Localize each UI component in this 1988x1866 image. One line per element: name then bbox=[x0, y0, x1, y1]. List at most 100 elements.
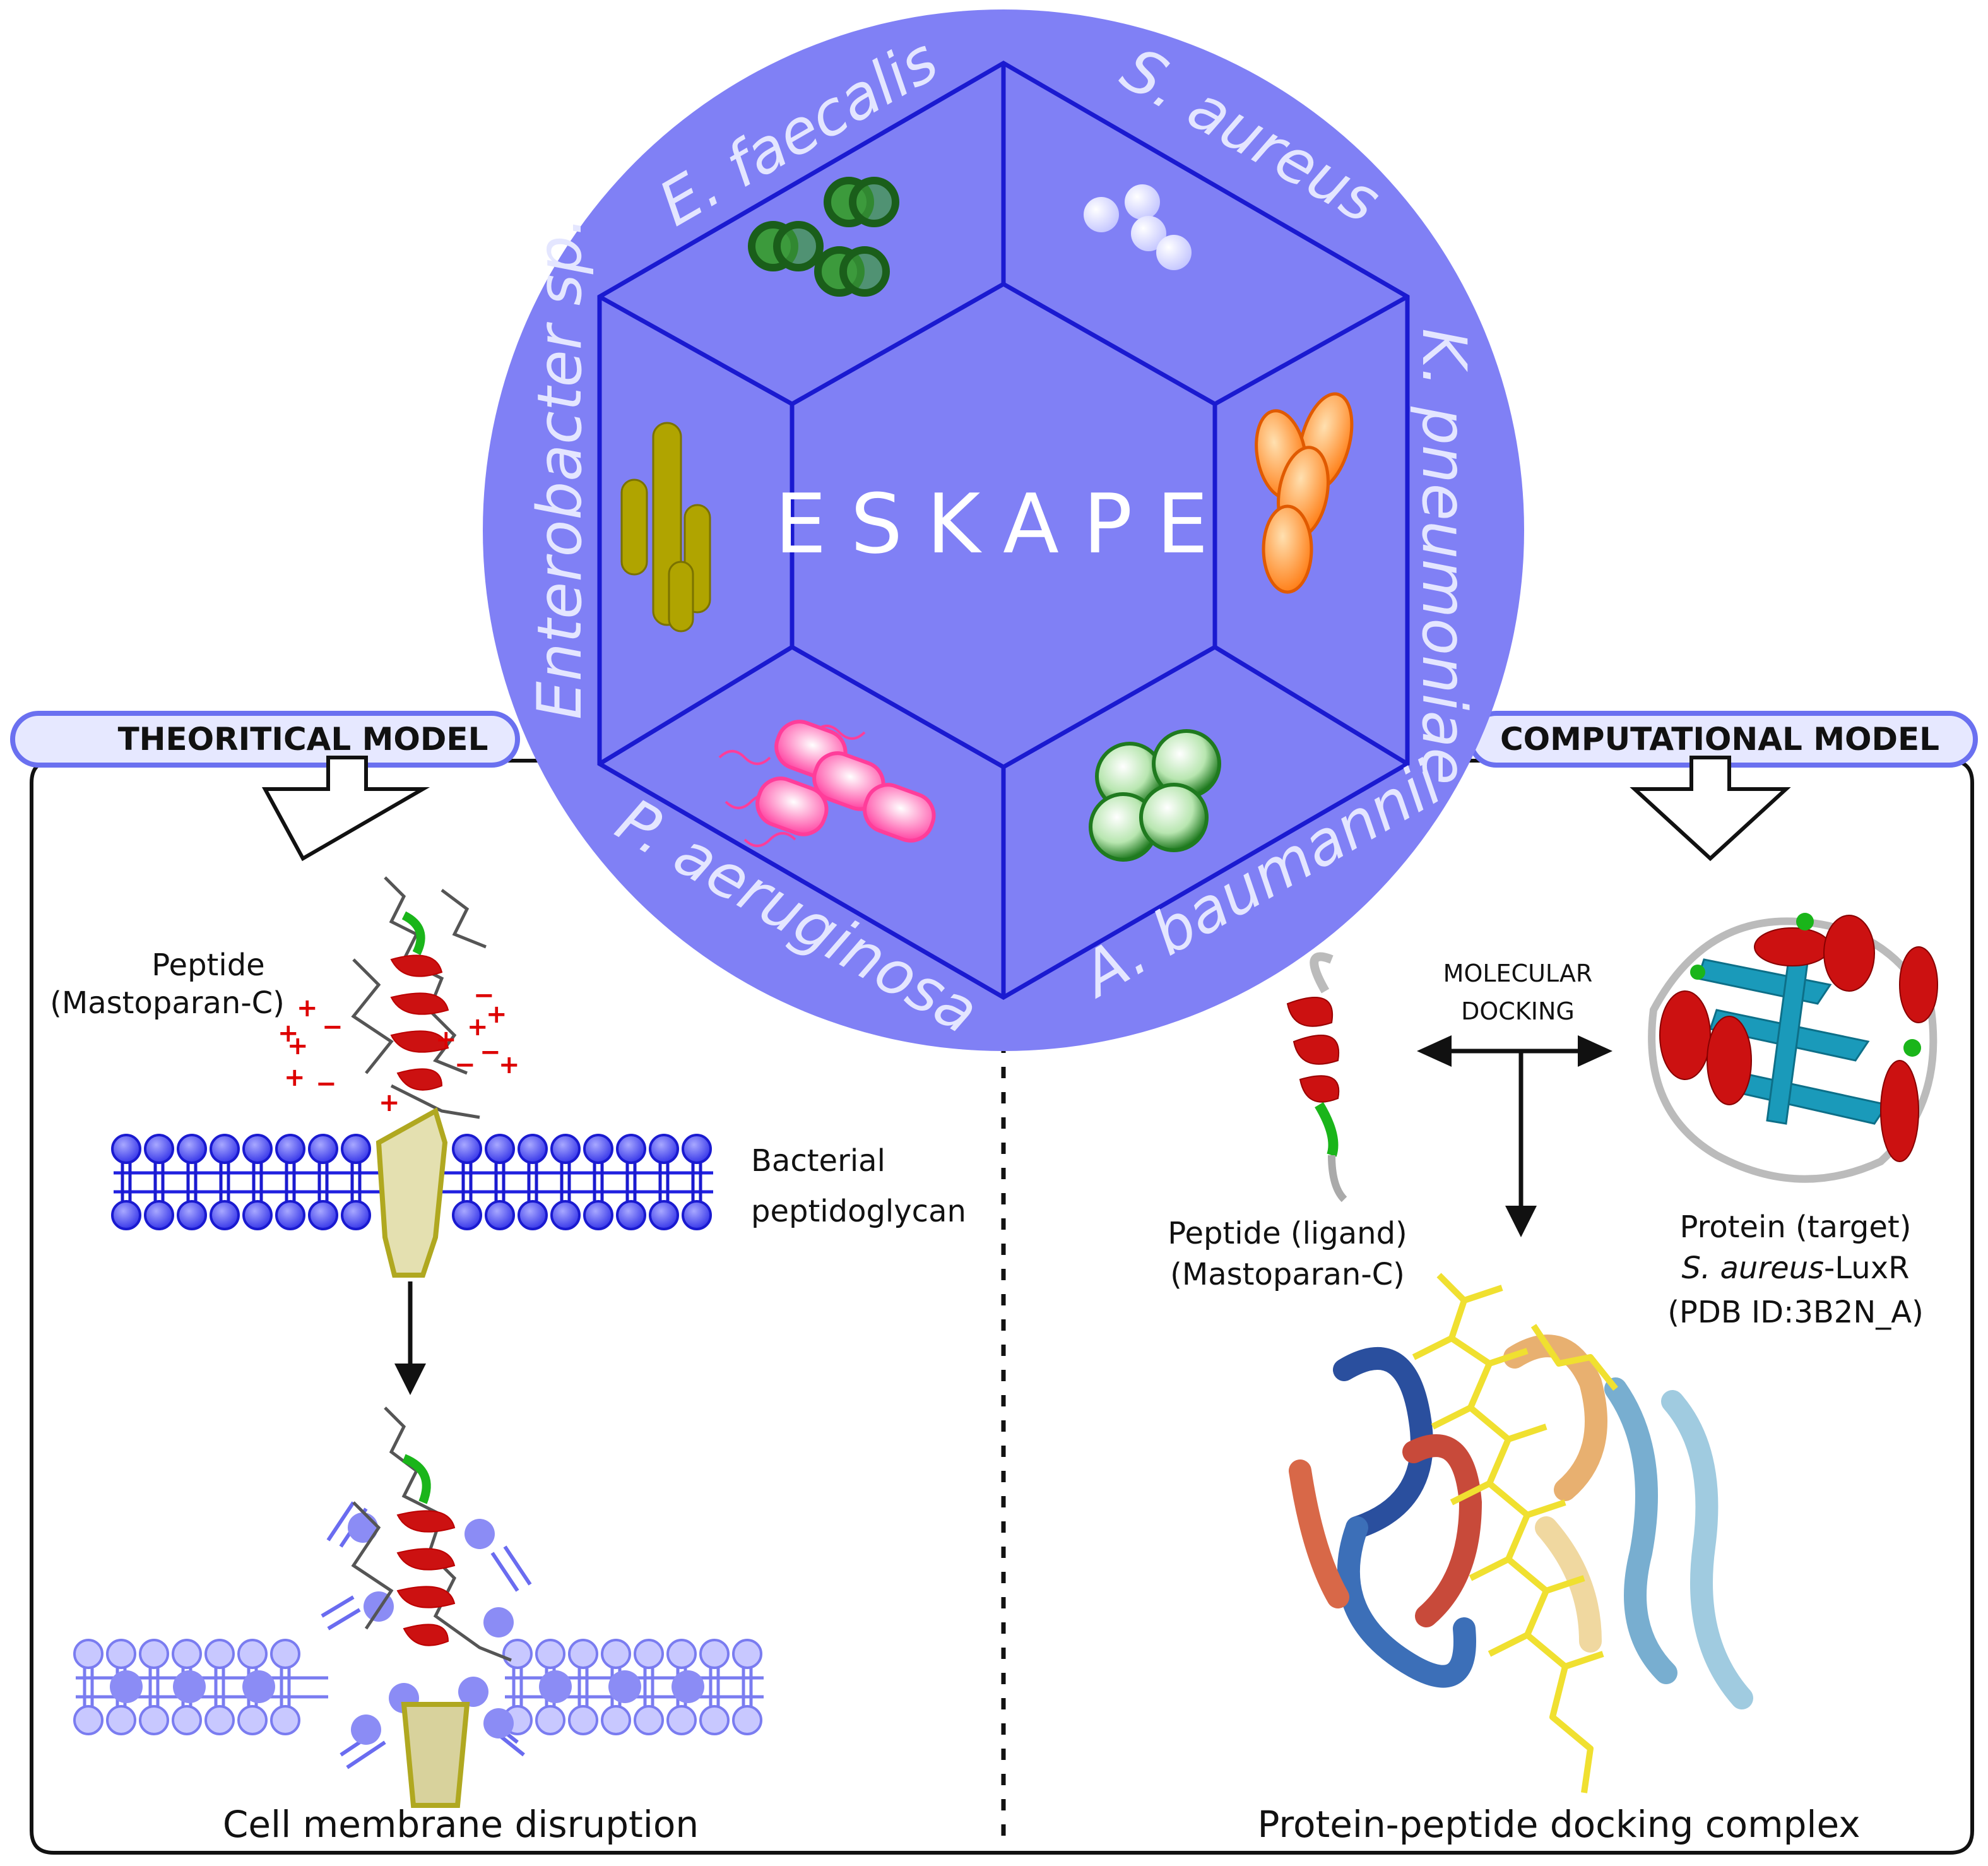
a-baumannii-bacteria-icon bbox=[1089, 729, 1221, 862]
lipid-head bbox=[634, 1639, 664, 1669]
lipid-head bbox=[672, 1670, 704, 1703]
svg-text:+: + bbox=[435, 1025, 457, 1054]
lipid-head bbox=[485, 1200, 515, 1230]
lipid-head bbox=[535, 1705, 565, 1735]
lipid-head bbox=[485, 1134, 515, 1164]
lipid-head bbox=[177, 1200, 207, 1230]
eskape-title: ESKAPE bbox=[774, 476, 1232, 572]
lipid-head bbox=[568, 1705, 598, 1735]
peptide-label: Peptide bbox=[151, 948, 264, 983]
left-caption: Cell membrane disruption bbox=[223, 1803, 699, 1846]
species-k-pneumoniae: K. pneumoniae bbox=[1409, 328, 1479, 785]
docking-complex-ribbon bbox=[1289, 1273, 1753, 1793]
enterobacter-bacteria-icon bbox=[620, 422, 711, 633]
svg-text:+: + bbox=[379, 1088, 400, 1117]
lipid-head bbox=[682, 1200, 712, 1230]
disrupted-peptide-structure bbox=[351, 1406, 512, 1662]
lipid-head bbox=[270, 1639, 300, 1669]
lipid-head bbox=[732, 1639, 762, 1669]
lipid-head bbox=[139, 1705, 169, 1735]
lipid-head bbox=[649, 1134, 679, 1164]
lipid-head bbox=[237, 1639, 268, 1669]
lipid-head bbox=[583, 1200, 613, 1230]
lipid-head bbox=[204, 1639, 235, 1669]
theoretical-model-header: THEORITICAL MODEL bbox=[10, 711, 520, 768]
lipid-head bbox=[699, 1705, 730, 1735]
computational-model-label: COMPUTATIONAL MODEL bbox=[1500, 721, 1939, 758]
ligand-name-label: (Mastoparan-C) bbox=[1170, 1257, 1405, 1292]
peptide-name-label: (Mastoparan-C) bbox=[50, 985, 285, 1021]
lipid-head bbox=[242, 1670, 275, 1703]
lipid-head bbox=[452, 1200, 482, 1230]
theoretical-down-arrow bbox=[261, 756, 430, 862]
lipid-head bbox=[242, 1200, 273, 1230]
lipid-head bbox=[275, 1134, 305, 1164]
lipid-head bbox=[177, 1134, 207, 1164]
lipid-head bbox=[539, 1670, 572, 1703]
lipid-head bbox=[452, 1134, 482, 1164]
lipid-head bbox=[210, 1134, 240, 1164]
disruption-arrow bbox=[394, 1281, 426, 1395]
lipid-head bbox=[111, 1200, 141, 1230]
lipid-head bbox=[666, 1705, 697, 1735]
bacterial-membrane-bilayer bbox=[111, 1134, 713, 1230]
lipid-head bbox=[535, 1639, 565, 1669]
disrupted-membrane bbox=[73, 1501, 764, 1769]
s-aureus-bacteria-icon bbox=[1084, 184, 1192, 270]
lipid-head bbox=[518, 1134, 548, 1164]
e-faecalis-bacteria-icon bbox=[748, 177, 899, 297]
lipid-head bbox=[110, 1670, 143, 1703]
right-caption: Protein-peptide docking complex bbox=[1257, 1803, 1860, 1846]
target-pdb-label: (PDB ID:3B2N_A) bbox=[1667, 1295, 1924, 1330]
docking-label-line2: DOCKING bbox=[1461, 997, 1575, 1025]
lipid-head bbox=[270, 1705, 300, 1735]
ligand-label: Peptide (ligand) bbox=[1168, 1216, 1407, 1251]
theoretical-model-label: THEORITICAL MODEL bbox=[118, 721, 488, 758]
computational-down-arrow bbox=[1630, 756, 1791, 862]
eskape-hub: ESKAPE E. faecalis S. aureus K. pneumoni… bbox=[483, 9, 1524, 1051]
svg-text:−: − bbox=[316, 1069, 337, 1098]
lipid-head bbox=[682, 1134, 712, 1164]
lipid-head bbox=[210, 1200, 240, 1230]
svg-text:+: + bbox=[297, 994, 318, 1023]
svg-text:+: + bbox=[499, 1050, 520, 1079]
p-aeruginosa-bacteria-icon bbox=[718, 720, 936, 847]
lipid-head bbox=[601, 1639, 631, 1669]
lipid-head bbox=[699, 1639, 730, 1669]
lipid-head bbox=[608, 1670, 641, 1703]
svg-text:−: − bbox=[454, 1050, 476, 1079]
lipid-head bbox=[106, 1705, 136, 1735]
lipid-head bbox=[172, 1705, 202, 1735]
svg-text:−: − bbox=[322, 1013, 343, 1042]
left-peptide-structure: +++ −+− +++ +−+ −− bbox=[278, 876, 520, 1119]
lipid-head bbox=[583, 1134, 613, 1164]
target-species-suffix: -LuxR bbox=[1824, 1251, 1909, 1286]
computational-model-header: COMPUTATIONAL MODEL bbox=[1468, 711, 1978, 768]
lipid-head bbox=[649, 1200, 679, 1230]
lipid-head bbox=[616, 1200, 646, 1230]
lipid-head bbox=[550, 1134, 581, 1164]
membrane-label-line1: Bacterial bbox=[751, 1143, 885, 1179]
lipid-head bbox=[173, 1670, 206, 1703]
svg-text:+: + bbox=[278, 1019, 299, 1048]
svg-text:+: + bbox=[284, 1063, 305, 1092]
lipid-head bbox=[601, 1705, 631, 1735]
lipid-head bbox=[144, 1134, 174, 1164]
lipid-head bbox=[616, 1134, 646, 1164]
lipid-head bbox=[568, 1639, 598, 1669]
disrupted-pore-channel bbox=[401, 1702, 470, 1808]
lipid-head bbox=[308, 1134, 338, 1164]
lipid-head bbox=[73, 1639, 104, 1669]
membrane-pore-channel bbox=[376, 1107, 448, 1278]
lipid-head bbox=[111, 1134, 141, 1164]
lipid-head bbox=[518, 1200, 548, 1230]
lipid-head bbox=[732, 1705, 762, 1735]
lipid-head bbox=[73, 1705, 104, 1735]
lipid-head bbox=[550, 1200, 581, 1230]
species-enterobacter: Enterobacter sp. bbox=[524, 217, 595, 720]
k-pneumoniae-bacteria-icon bbox=[1255, 392, 1354, 594]
svg-text:+: + bbox=[486, 1000, 507, 1029]
svg-text:−: − bbox=[480, 1038, 501, 1067]
lipid-head bbox=[172, 1639, 202, 1669]
